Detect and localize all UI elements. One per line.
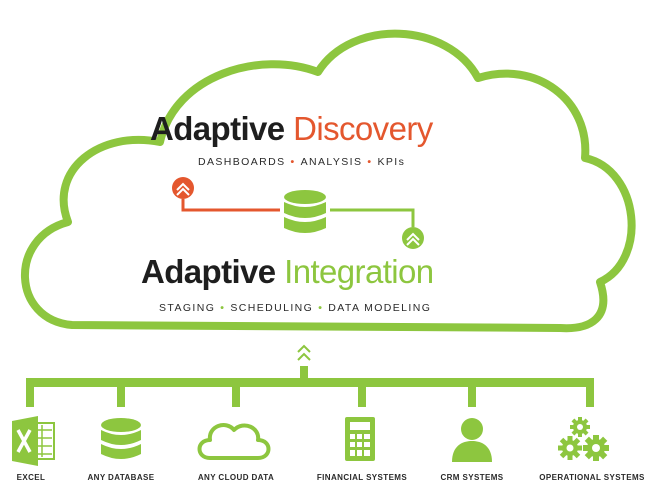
green-chevron-icon [402, 227, 424, 249]
discovery-title-bold: Adaptive [150, 110, 285, 147]
discovery-features: DASHBOARDS•ANALYSIS•KPIs [198, 156, 406, 168]
integration-feature: STAGING [159, 302, 216, 314]
source-label-crm: CRM SYSTEMS [440, 473, 504, 482]
green-connector [330, 208, 415, 227]
up-chevron-icon [297, 344, 311, 361]
integration-title-light: Integration [284, 253, 434, 290]
source-bus [26, 366, 594, 407]
discovery-feature: KPIs [377, 156, 406, 168]
person-icon [452, 418, 492, 462]
source-label-database: ANY DATABASE [87, 473, 155, 482]
source-label-excel: EXCEL [16, 473, 46, 482]
gears-icon [558, 417, 609, 461]
integration-feature: SCHEDULING [230, 302, 314, 314]
excel-icon [12, 416, 55, 466]
source-label-operational: OPERATIONAL SYSTEMS [539, 473, 645, 482]
discovery-feature: DASHBOARDS [198, 156, 286, 168]
source-label-cloud: ANY CLOUD DATA [197, 473, 275, 482]
integration-features: STAGING•SCHEDULING•DATA MODELING [159, 302, 432, 314]
integration-title-bold: Adaptive [141, 253, 276, 290]
central-database-icon [284, 190, 326, 233]
cloud-outline [21, 29, 636, 333]
discovery-title: Adaptive Discovery [150, 110, 433, 148]
orange-connector [181, 199, 280, 212]
discovery-feature: ANALYSIS [300, 156, 363, 168]
source-label-financial: FINANCIAL SYSTEMS [316, 473, 408, 482]
discovery-title-light: Discovery [293, 110, 433, 147]
orange-chevron-icon [172, 177, 194, 199]
cloud-icon [197, 423, 271, 460]
integration-title: Adaptive Integration [141, 253, 434, 291]
calculator-icon [345, 417, 375, 461]
integration-feature: DATA MODELING [328, 302, 432, 314]
database-icon [101, 418, 141, 459]
